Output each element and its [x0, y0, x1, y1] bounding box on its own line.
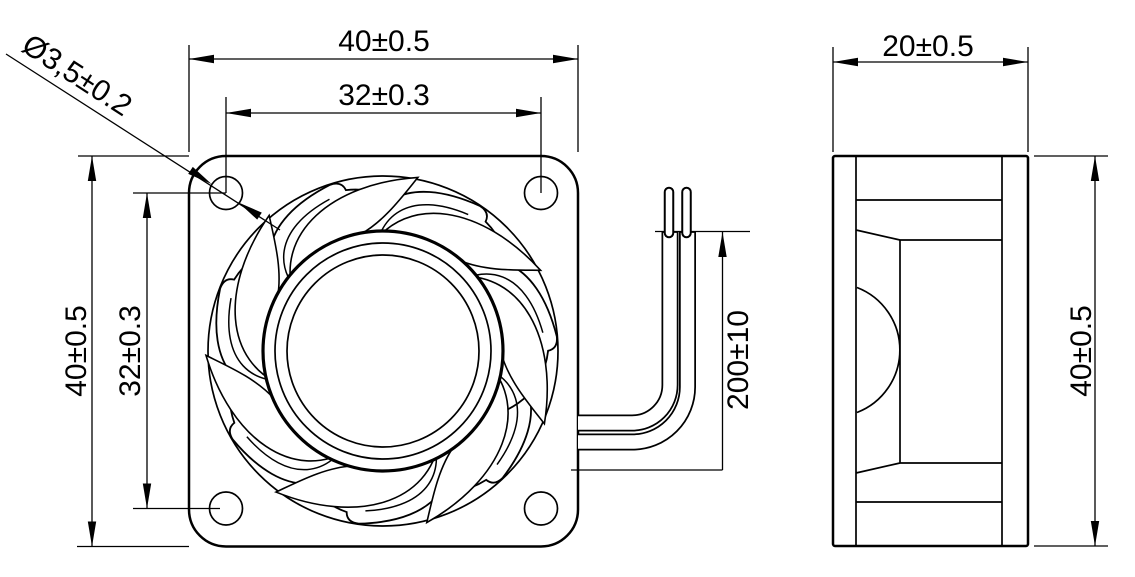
dim-label-side-height: 40±0.5 — [1065, 305, 1098, 397]
dim-front-hole-pitch-vertical: 32±0.3 — [114, 192, 226, 510]
impeller — [187, 141, 596, 557]
motor-hub — [261, 229, 505, 473]
arrowhead — [87, 156, 97, 181]
dim-label-hole-diameter: Ø3,5±0.2 — [16, 28, 137, 123]
fan-frame-side — [831, 154, 1030, 548]
arrowhead — [516, 108, 541, 118]
dim-front-hole-pitch-horizontal: 32±0.3 — [225, 79, 542, 193]
arrowhead — [142, 483, 152, 509]
hub-circle — [286, 254, 480, 448]
dim-label-front-width: 40±0.5 — [338, 25, 430, 58]
front-view — [187, 141, 596, 557]
arrowhead — [142, 193, 152, 218]
dim-side-height: 40±0.5 — [1034, 155, 1108, 547]
arrowhead — [833, 57, 858, 67]
hub-middle-ring — [274, 242, 492, 460]
dim-label-lead-wire-length: 200±10 — [722, 310, 755, 410]
dim-lead-wire-length: 200±10 — [571, 230, 755, 471]
hub-outer-ring — [261, 229, 505, 473]
fan-frame-front — [187, 154, 580, 548]
dim-label-front-hole-pitch-v: 32±0.3 — [114, 305, 147, 397]
arrowhead — [226, 108, 251, 118]
venturi-opening-circle — [207, 175, 559, 527]
arrowhead — [718, 232, 727, 257]
side-view — [831, 154, 1030, 548]
dim-label-front-hole-pitch-h: 32±0.3 — [338, 79, 430, 112]
side-view-internal-lines — [855, 156, 1003, 546]
arrowhead — [189, 54, 214, 64]
arrowhead — [553, 54, 578, 64]
mounting-hole-bottom-right — [523, 491, 559, 526]
dim-side-depth: 20±0.5 — [832, 30, 1029, 152]
dim-front-height: 40±0.5 — [60, 155, 189, 548]
arrowhead — [1090, 521, 1100, 546]
dimensions: 40±0.5 32±0.3 40±0.5 32±0.3 — [5, 25, 1108, 548]
dim-label-side-depth: 20±0.5 — [882, 30, 974, 63]
lead-wire-1 — [578, 232, 679, 432]
arrowhead — [238, 202, 262, 220]
arrowhead — [87, 521, 97, 547]
arrowhead — [188, 166, 212, 184]
arrowhead — [1003, 57, 1028, 67]
dim-front-width: 40±0.5 — [188, 25, 579, 152]
lead-wires — [578, 186, 696, 451]
arrowhead — [1090, 156, 1100, 181]
dim-label-front-height: 40±0.5 — [60, 305, 93, 397]
